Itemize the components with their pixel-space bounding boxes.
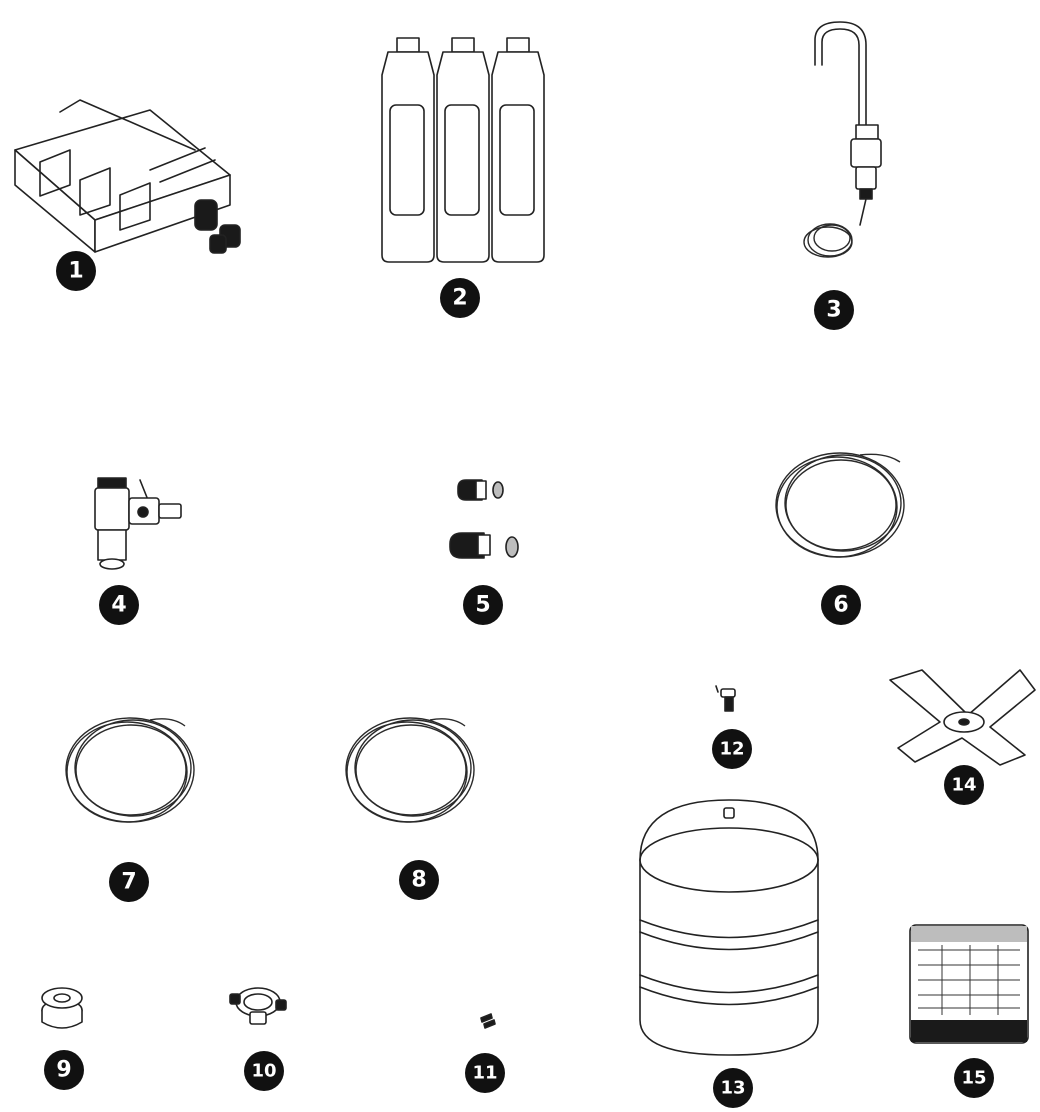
part-number-badge: 3 (814, 290, 854, 330)
part-number-badge: 15 (954, 1058, 994, 1098)
tank-valve-icon (716, 686, 735, 711)
svg-text:10: 10 (251, 1061, 276, 1082)
instruction-card-icon (910, 925, 1028, 1043)
svg-text:9: 9 (56, 1058, 71, 1083)
screws-icon (481, 1014, 495, 1028)
drain-saddle-icon (230, 988, 286, 1024)
part-number-badge: 14 (944, 765, 984, 805)
storage-tank-icon (640, 800, 818, 1055)
part-number-badge: 10 (244, 1051, 284, 1091)
filter-manifold-icon (15, 100, 240, 253)
fittings-icon (450, 480, 518, 558)
part-number-badge: 6 (821, 585, 861, 625)
feed-valve-icon (95, 478, 181, 569)
svg-text:15: 15 (961, 1068, 986, 1089)
svg-text:5: 5 (475, 593, 490, 618)
ptfe-tape-icon (42, 988, 82, 1028)
part-number-badge: 13 (713, 1068, 753, 1108)
tubing-coil-icon (346, 718, 474, 822)
tubing-coil-icon (776, 453, 904, 557)
part-number-badge: 5 (463, 585, 503, 625)
part-number-badge: 1 (56, 251, 96, 291)
svg-text:8: 8 (411, 868, 426, 893)
svg-text:7: 7 (121, 870, 136, 895)
tank-stand-icon (890, 670, 1035, 765)
part-number-badge: 8 (399, 860, 439, 900)
svg-text:4: 4 (111, 593, 126, 618)
svg-text:2: 2 (452, 286, 467, 311)
svg-text:12: 12 (719, 739, 744, 760)
part-number-badge: 7 (109, 862, 149, 902)
svg-text:1: 1 (68, 259, 83, 284)
faucet-icon (804, 22, 881, 257)
svg-text:6: 6 (833, 593, 848, 618)
svg-text:14: 14 (951, 775, 976, 796)
filter-cartridges-icon (382, 38, 544, 262)
part-number-badge: 11 (465, 1053, 505, 1093)
svg-text:13: 13 (720, 1078, 745, 1099)
part-number-badge: 9 (44, 1050, 84, 1090)
svg-text:3: 3 (826, 298, 841, 323)
tubing-coil-icon (66, 718, 194, 822)
svg-text:11: 11 (472, 1063, 497, 1084)
part-number-badge: 2 (440, 278, 480, 318)
part-number-badge: 4 (99, 585, 139, 625)
part-number-badge: 12 (712, 729, 752, 769)
